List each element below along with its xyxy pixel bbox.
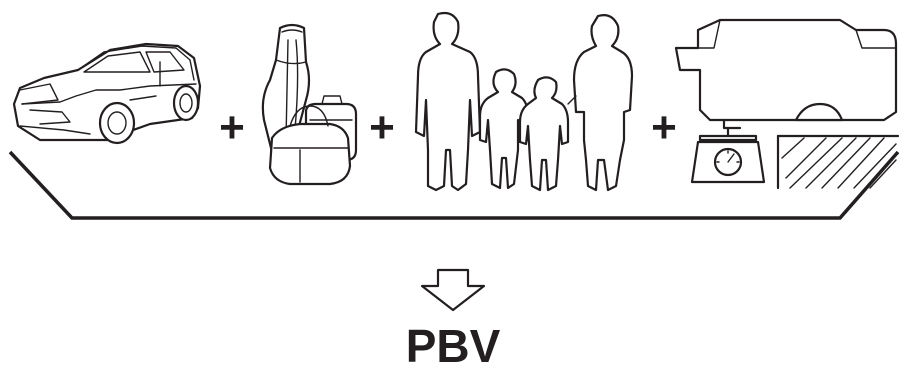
- grouping-bracket: [8, 150, 900, 220]
- trailer-tongue-weight-icon: [674, 18, 900, 190]
- plus-sign: +: [219, 103, 245, 152]
- down-arrow-icon: [420, 268, 486, 312]
- car-icon: [12, 42, 202, 145]
- result-label: PBV: [406, 320, 501, 371]
- plus-sign: +: [369, 103, 395, 152]
- passengers-icon: [414, 11, 634, 192]
- plus-sign: +: [651, 103, 677, 152]
- luggage-icon: [261, 23, 358, 186]
